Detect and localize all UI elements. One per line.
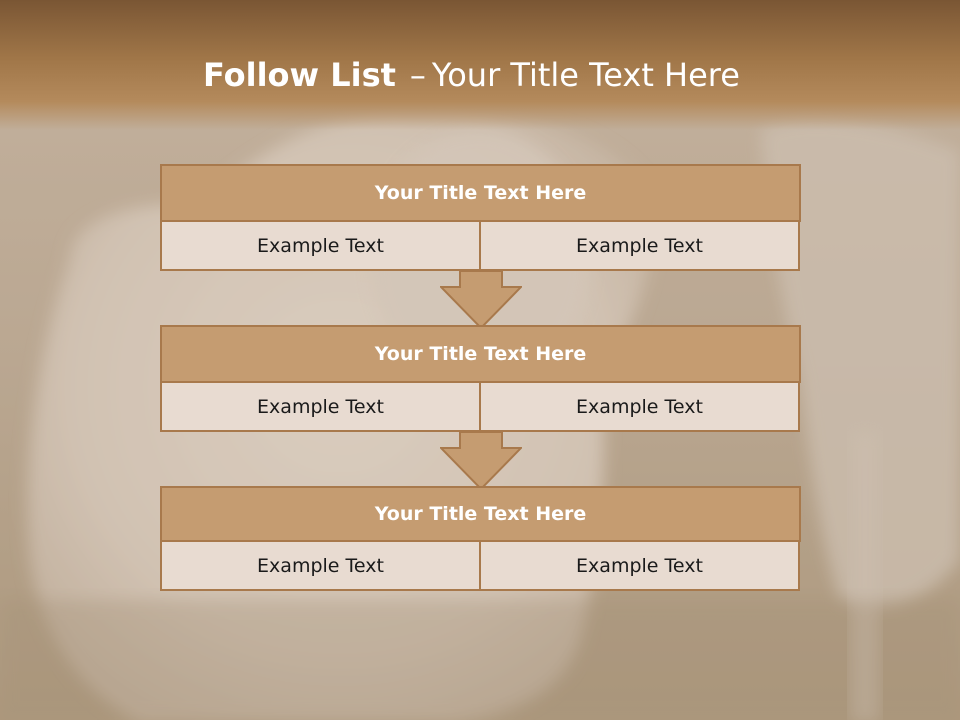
block-cell-right: Example Text bbox=[479, 220, 800, 271]
list-block-2: Your Title Text Here Example Text Exampl… bbox=[160, 325, 801, 432]
list-block-1: Your Title Text Here Example Text Exampl… bbox=[160, 164, 801, 271]
block-cell-right: Example Text bbox=[479, 381, 800, 432]
slide-title-separator: – bbox=[409, 56, 426, 94]
down-arrow-icon bbox=[440, 270, 522, 330]
down-arrow-icon bbox=[440, 431, 522, 491]
block-cell-left: Example Text bbox=[160, 540, 481, 591]
block-title: Your Title Text Here bbox=[160, 164, 801, 222]
slide-title-bold: Follow List bbox=[203, 56, 396, 94]
header-band bbox=[0, 0, 960, 130]
block-cell-left: Example Text bbox=[160, 220, 481, 271]
block-title: Your Title Text Here bbox=[160, 325, 801, 383]
block-cell-right: Example Text bbox=[479, 540, 800, 591]
slide-title: Follow List–Your Title Text Here bbox=[0, 52, 943, 98]
block-row: Example Text Example Text bbox=[160, 220, 801, 271]
block-row: Example Text Example Text bbox=[160, 540, 801, 591]
block-cell-left: Example Text bbox=[160, 381, 481, 432]
block-title: Your Title Text Here bbox=[160, 486, 801, 542]
block-row: Example Text Example Text bbox=[160, 381, 801, 432]
list-block-3: Your Title Text Here Example Text Exampl… bbox=[160, 486, 801, 591]
slide-title-rest: Your Title Text Here bbox=[431, 56, 740, 94]
